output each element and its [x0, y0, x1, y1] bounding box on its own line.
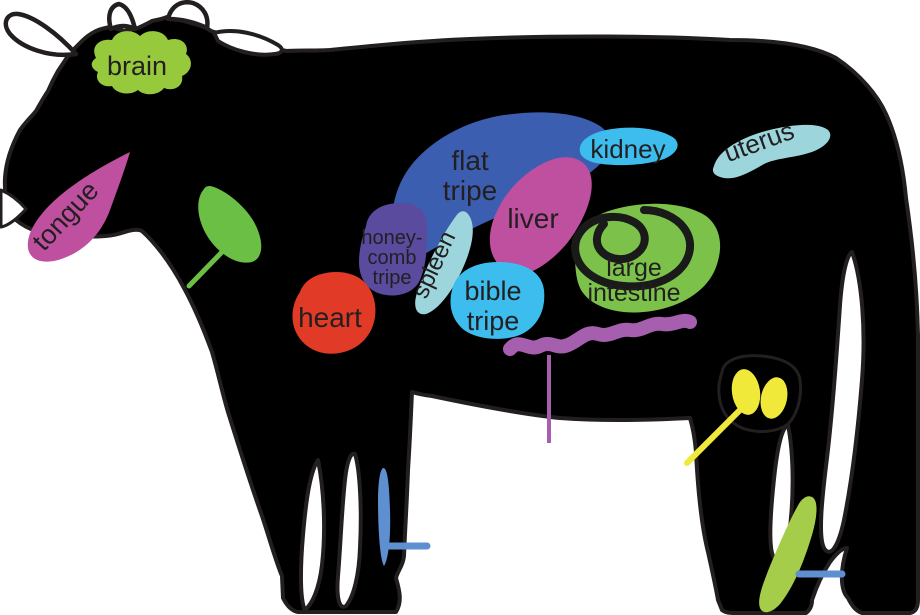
testicles-pointer-line [684, 401, 749, 466]
heart-shape [292, 272, 376, 354]
organ-flat-tripe: flat tripe [391, 112, 611, 260]
liver-shape [489, 157, 592, 276]
organ-small-intestine [503, 313, 697, 443]
uterus-shape [712, 124, 831, 179]
label-heart: heart [298, 302, 362, 333]
organ-honeycomb-tripe: honey- comb tripe [359, 202, 428, 296]
esophagus-pointer-line [186, 249, 225, 289]
cow-left-horn [107, 1, 138, 32]
organ-brain: brain [91, 31, 191, 95]
kidney-shape [579, 127, 678, 166]
large-intestine-spiral [571, 206, 695, 291]
honeycomb-tripe-shape [359, 202, 428, 296]
organ-heart: heart [292, 272, 376, 354]
rear-leg-tendon-shape [759, 496, 817, 613]
testicle-right-lobe [760, 377, 788, 419]
spleen-shape [415, 211, 473, 315]
organ-esophagus [186, 186, 262, 289]
label-honeycomb-line2: comb [368, 247, 417, 269]
front-leg-tendon-shape [378, 467, 391, 566]
label-brain: brain [107, 51, 167, 81]
label-large-intestine-line2: intestine [587, 279, 680, 307]
organ-front-leg-tendon [378, 467, 431, 566]
cow-left-ear [3, 11, 79, 58]
organ-testicles [684, 354, 802, 466]
label-honeycomb-line1: honey- [361, 227, 422, 249]
testicle-left-lobe [731, 369, 761, 415]
organ-kidney: kidney [579, 127, 678, 166]
cow-rear-leg-gap [768, 423, 795, 562]
tongue-shape [27, 152, 130, 262]
label-liver: liver [507, 203, 558, 234]
cow-rear-far-leg [819, 250, 866, 554]
label-large-intestine-line1: large [606, 254, 662, 282]
flat-tripe-shape [391, 112, 611, 260]
organ-bible-tripe: bible tripe [450, 262, 545, 339]
cow-front-far-leg [335, 451, 363, 609]
brain-shape [91, 31, 191, 95]
label-bible-tripe-line2: tripe [467, 306, 520, 336]
small-intestine-shape [503, 313, 697, 356]
label-bible-tripe-line1: bible [464, 276, 521, 306]
cow-right-horn [165, 0, 210, 31]
organ-large-intestine: large intestine [571, 203, 721, 313]
cow-mouth-notch [0, 188, 28, 229]
cow-front-leg-gap [298, 458, 327, 612]
cow-right-ear [212, 29, 284, 57]
label-flat-tripe-line2: tripe [443, 175, 497, 206]
label-flat-tripe-line1: flat [451, 145, 489, 176]
label-kidney: kidney [590, 134, 665, 164]
bible-tripe-shape [450, 262, 545, 339]
esophagus-shape [198, 186, 262, 263]
organ-liver: liver [489, 157, 592, 276]
label-honeycomb-line3: tripe [373, 267, 412, 289]
organ-rear-leg-tendon [759, 496, 846, 613]
